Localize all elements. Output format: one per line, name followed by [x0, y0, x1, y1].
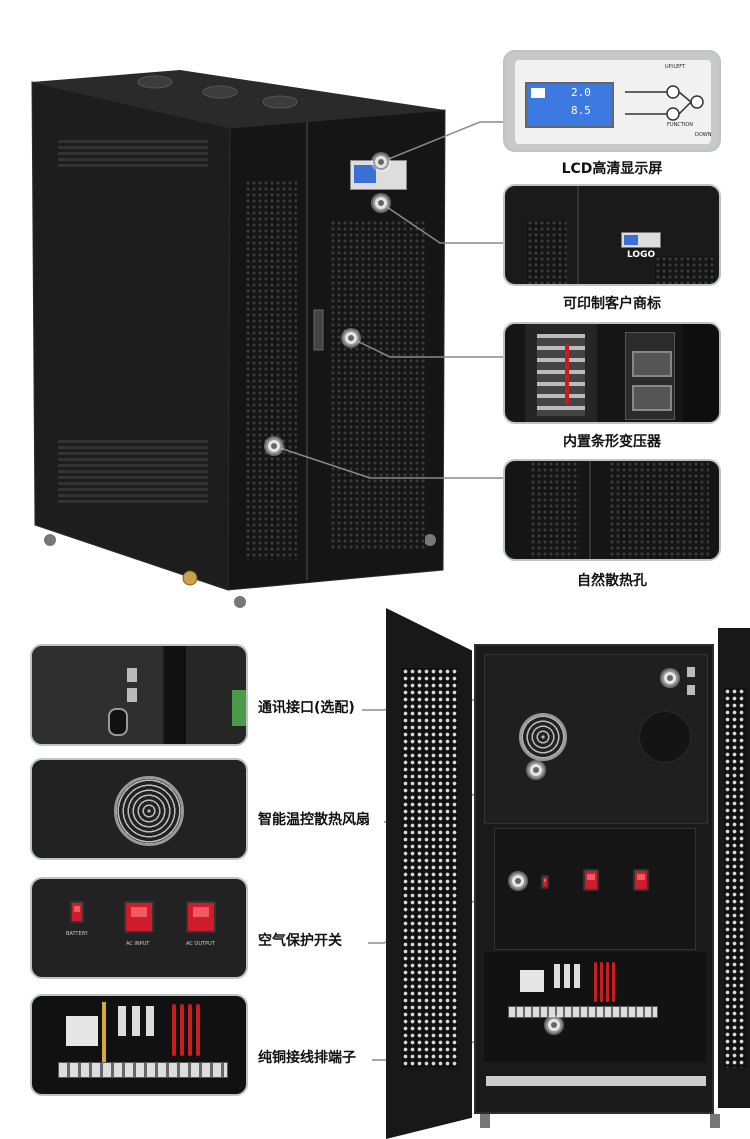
open-cabinet — [386, 608, 750, 1139]
closed-cabinet — [30, 70, 450, 610]
callout-dot-terminal — [546, 1017, 562, 1033]
mini-lcd — [621, 232, 661, 248]
lcd-screen: 2.0 8.5 — [525, 82, 614, 128]
caption-transformer: 内置条形变压器 — [563, 434, 661, 450]
top-callout-lines — [273, 121, 505, 479]
lcd-readout-a: 2.0 — [571, 86, 591, 99]
switch-panel — [494, 828, 696, 950]
callout-dot-fan — [528, 762, 544, 778]
lcd-panel-face: 2.0 8.5 UP/LEFT FUNCTION DOWN — [515, 60, 711, 144]
right-door — [718, 628, 750, 1108]
ac-output-switch — [186, 901, 216, 933]
lcd-key-diagram — [625, 85, 704, 121]
callout-dot-switch — [510, 873, 526, 889]
detail-transformer — [503, 322, 721, 424]
lcd-key-label-down: DOWN — [695, 132, 712, 138]
callout-dot-logo — [373, 195, 389, 211]
panel-logo-text: LOGO — [627, 250, 656, 260]
detail-copper-terminal — [30, 994, 248, 1096]
callout-dot-transformer — [343, 330, 359, 346]
terminal-area — [484, 952, 706, 1062]
detail-air-switch: BATTERY AC INPUT AC OUTPUT — [30, 877, 248, 979]
caption-comm-port: 通讯接口(选配) — [258, 700, 355, 716]
caption-copper-terminal: 纯铜接线排端子 — [258, 1050, 356, 1066]
callout-dot-comm — [662, 670, 678, 686]
callout-dot-vent — [266, 438, 282, 454]
caption-vent-holes: 自然散热孔 — [577, 573, 647, 589]
switch-label-ac-output: AC OUTPUT — [186, 941, 215, 947]
terminal-strip — [58, 1062, 228, 1078]
fan-grille — [114, 776, 184, 846]
detail-custom-logo: LOGO — [503, 184, 721, 286]
detail-vent-holes — [503, 459, 721, 561]
lcd-readout-b: 8.5 — [571, 104, 591, 117]
left-door — [386, 608, 472, 1139]
ac-input-switch — [124, 901, 154, 933]
lcd-key-label-up: UP/LEFT — [665, 64, 686, 70]
front-vent-right — [330, 220, 425, 550]
battery-switch — [70, 901, 84, 923]
detail-comm-port — [30, 644, 248, 746]
callout-dot-lcd — [373, 154, 389, 170]
lcd-key-label-function: FUNCTION — [667, 122, 693, 128]
caption-lcd-display: LCD高清显示屏 — [561, 161, 663, 177]
detail-smart-fan — [30, 758, 248, 860]
caption-air-switch: 空气保护开关 — [258, 933, 342, 949]
detail-lcd-display: 2.0 8.5 UP/LEFT FUNCTION DOWN — [503, 50, 721, 152]
switch-label-ac-input: AC INPUT — [126, 941, 150, 947]
caption-custom-logo: 可印制客户商标 — [563, 296, 661, 312]
front-vent-left — [245, 180, 297, 560]
caption-smart-fan: 智能温控散热风扇 — [258, 812, 370, 828]
switch-label-battery: BATTERY — [66, 931, 88, 937]
